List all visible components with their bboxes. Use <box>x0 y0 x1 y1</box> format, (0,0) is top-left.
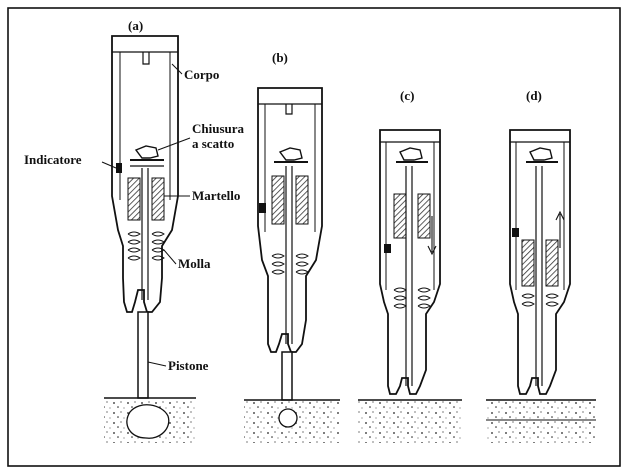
indicator-b <box>259 203 266 213</box>
label-martello: Martello <box>192 188 240 203</box>
hammer-a-left <box>127 177 141 221</box>
stage-label-b: (b) <box>272 50 288 65</box>
body-a <box>111 35 179 313</box>
label-chiusura-line1: Chiusura <box>192 121 245 136</box>
ground-c <box>358 401 462 443</box>
indicator-a <box>116 163 122 173</box>
indicator-d <box>512 228 519 237</box>
stage-label-c: (c) <box>400 88 414 103</box>
body-b <box>257 87 323 353</box>
body-c <box>379 129 441 395</box>
figure-border <box>7 7 621 467</box>
label-corpo: Corpo <box>184 67 219 82</box>
hammer-a-right <box>151 177 165 221</box>
stage-label-d: (d) <box>526 88 542 103</box>
label-chiusura-line2: a scatto <box>192 136 234 151</box>
label-indicatore: Indicatore <box>24 152 82 167</box>
spring-a <box>127 231 165 261</box>
stage-label-a: (a) <box>128 18 143 33</box>
label-molla: Molla <box>178 256 211 271</box>
stage-d: (d) <box>486 88 596 443</box>
ground-d <box>486 401 596 443</box>
void-a <box>126 404 170 439</box>
stage-a: (a) <box>101 18 196 443</box>
piston-a <box>137 311 149 399</box>
indicator-c <box>384 244 391 253</box>
latch-a <box>134 145 159 159</box>
stage-b: (b) <box>244 50 340 443</box>
label-pistone: Pistone <box>168 358 209 373</box>
body-d <box>509 129 571 395</box>
stage-c: (c) <box>358 88 462 443</box>
